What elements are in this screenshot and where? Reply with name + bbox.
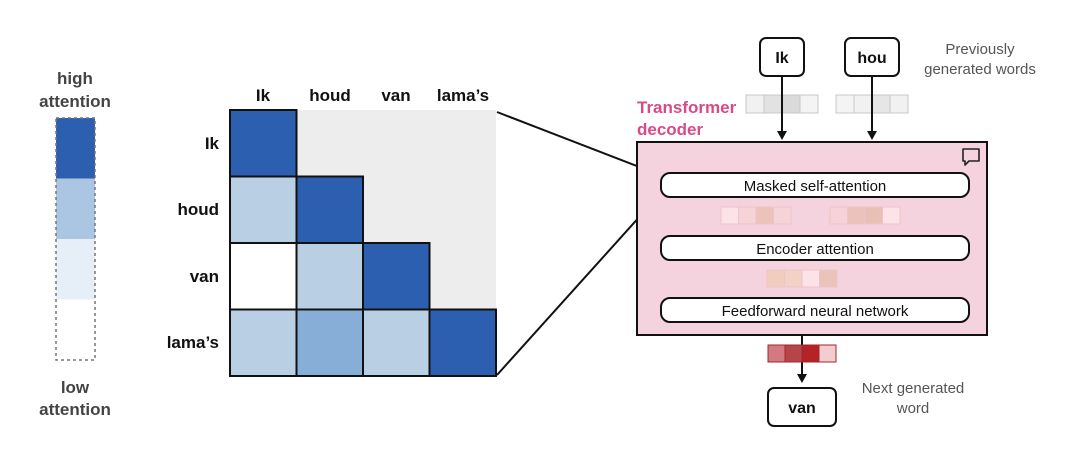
matrix-row-labels: Ik houd van lama’s [167, 134, 220, 352]
decoder-output: van Next generated word [767, 335, 965, 427]
input-word: hou [857, 50, 886, 67]
row-label: Ik [205, 134, 220, 153]
column-label: van [381, 86, 410, 105]
hidden-state-cell [766, 269, 785, 288]
zoom-line-bottom [496, 193, 661, 376]
transformer-decoder: Transformer decoder Masked self-attentio… [636, 98, 988, 336]
input-embedding-cell [835, 94, 855, 114]
attention-cell [229, 175, 298, 244]
encoder-attention-label: Encoder attention [756, 241, 874, 258]
hidden-state-cell [738, 206, 757, 225]
matrix-column-labels: Ik houd van lama’s [256, 86, 489, 105]
input-embedding-cell [745, 94, 765, 114]
attention-legend: high attention low attention [39, 69, 111, 419]
input-embedding-cell [781, 94, 801, 114]
hidden-state-cell [819, 269, 838, 288]
attention-cell [362, 242, 431, 311]
row-label: houd [177, 200, 219, 219]
hidden-state-cell [801, 269, 820, 288]
input-embedding-cell [853, 94, 873, 114]
attention-cell [295, 242, 364, 311]
row-label: van [190, 267, 219, 286]
legend-high-label: high [57, 69, 93, 88]
row-label: lama’s [167, 333, 219, 352]
output-embedding-cell [801, 344, 820, 363]
hidden-state-cell [755, 206, 774, 225]
legend-low-label-2: attention [39, 400, 111, 419]
input-embedding-cell [889, 94, 909, 114]
attention-matrix: Ik houd van lama’s Ik houd van lama’s [167, 86, 497, 377]
input-arrow-head [867, 131, 877, 140]
attention-cell [229, 308, 298, 377]
output-arrow-head [797, 374, 807, 383]
input-embedding-cell [763, 94, 783, 114]
input-embedding-cell [799, 94, 819, 114]
legend-color-bar [56, 118, 95, 361]
internal-vectors [720, 206, 901, 288]
hidden-state-cell [829, 206, 848, 225]
input-embedding-cell [871, 94, 891, 114]
feedforward-label: Feedforward neural network [722, 303, 909, 320]
output-word-box [767, 387, 837, 427]
matrix-cells [229, 109, 497, 377]
comment-icon [962, 148, 980, 166]
attention-cell [295, 175, 364, 244]
output-embedding-cell [818, 344, 837, 363]
output-word: van [788, 400, 816, 417]
masked-self-attention-layer [660, 172, 970, 198]
legend-segment [56, 299, 95, 361]
attention-cell [229, 242, 298, 311]
masked-self-attention-label: Masked self-attention [744, 178, 887, 195]
column-label: lama’s [437, 86, 489, 105]
decoder-title-2: decoder [637, 120, 704, 139]
inputs-caption: Previously [945, 41, 1015, 58]
feedforward-layer [660, 297, 970, 323]
hidden-state-cell [882, 206, 901, 225]
input-word: Ik [775, 50, 788, 67]
output-embedding [767, 344, 837, 363]
zoom-line-top [496, 111, 661, 176]
attention-cell [295, 308, 364, 377]
inputs-caption-2: generated words [924, 61, 1036, 78]
input-embeddings [745, 94, 909, 114]
hidden-state-cell [784, 269, 803, 288]
legend-segment [56, 239, 95, 300]
attention-cell [229, 109, 298, 178]
hidden-state-cell [864, 206, 883, 225]
hidden-state-cell [773, 206, 792, 225]
input-arrow-head [777, 131, 787, 140]
legend-low-label: low [61, 378, 90, 397]
decoder-title: Transformer [637, 98, 737, 117]
legend-segment [56, 178, 95, 240]
output-caption: Next generated [862, 380, 965, 397]
hidden-state-cell [720, 206, 739, 225]
encoder-attention-layer [660, 235, 970, 261]
column-label: houd [309, 86, 351, 105]
decoder-inputs: Ik hou Previously generated words [745, 37, 1036, 140]
output-embedding-cell [784, 344, 803, 363]
hidden-state-cell [847, 206, 866, 225]
output-embedding-cell [767, 344, 786, 363]
attention-cell [428, 308, 497, 377]
legend-segment [56, 118, 95, 179]
legend-bar-outline [55, 117, 96, 361]
legend-high-label-2: attention [39, 92, 111, 111]
output-caption-2: word [896, 400, 930, 417]
column-label: Ik [256, 86, 271, 105]
attention-cell [362, 308, 431, 377]
